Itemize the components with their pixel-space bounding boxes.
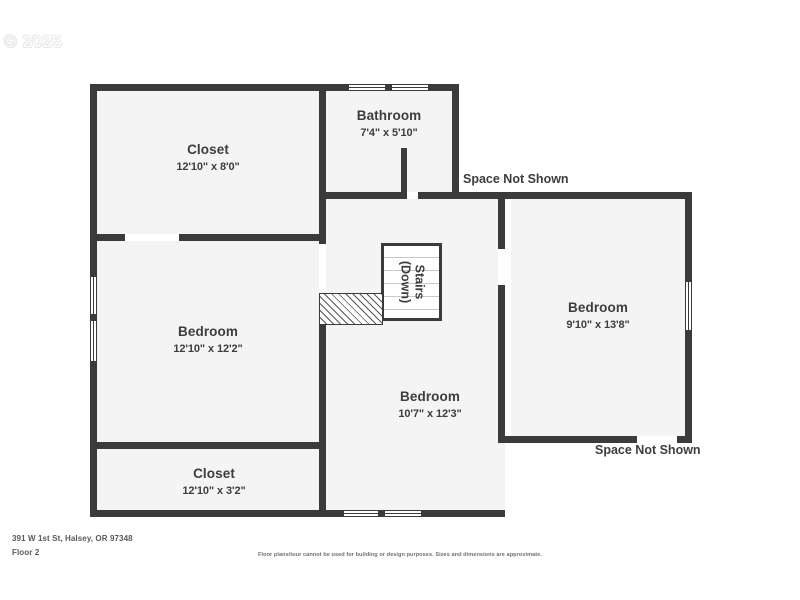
note-space-not-shown-bottom: Space Not Shown — [595, 443, 701, 457]
note-space-not-shown-top: Space Not Shown — [463, 172, 569, 186]
room-fill-bedroom-center — [326, 309, 505, 511]
copyright-watermark: © 2025 — [4, 32, 63, 51]
stairs-block: Stairs(Down) — [381, 243, 442, 321]
room-label-bedroom-center: Bedroom 10'7" x 12'3" — [340, 389, 520, 422]
room-dimensions: 12'10" x 3'2" — [182, 484, 246, 497]
wall-center-left-vertical-lower — [319, 345, 326, 517]
stairs-label-line2: (Down) — [397, 260, 412, 304]
wall-closet-top-bottom — [90, 234, 326, 241]
stairs-label: Stairs(Down) — [397, 261, 426, 303]
stair-step — [384, 257, 439, 258]
doorway-bedroom-left-hall — [319, 244, 326, 295]
room-dimensions: 12'10" x 12'2" — [173, 342, 243, 355]
room-label-closet-bottom: Closet 12'10" x 3'2" — [124, 466, 304, 499]
room-name: Bedroom — [178, 324, 238, 339]
hatched-stair-area — [319, 293, 383, 325]
wall-bathroom-bottom-right — [418, 192, 459, 199]
wall-left-exterior-upper — [90, 84, 97, 241]
stair-step — [384, 270, 439, 271]
window-center-bedroom-right — [385, 510, 421, 517]
wall-top-left-horizontal — [90, 84, 326, 91]
room-fill-bedroom-right — [511, 199, 685, 443]
doorway-hall-right-bedroom-upper — [498, 249, 505, 285]
stair-step — [384, 296, 439, 297]
room-fill-closet-bottom — [96, 449, 320, 511]
wall-right-bedroom-bottom — [498, 436, 692, 443]
wall-right-section-top-stub — [452, 192, 505, 199]
wall-left-exterior-lower — [90, 234, 97, 517]
wall-bathroom-stub — [401, 148, 407, 196]
room-dimensions: 7'4" x 5'10" — [360, 126, 418, 139]
wall-bottom-left-exterior — [90, 510, 326, 517]
room-fill-closet-top — [96, 90, 320, 235]
wall-bathroom-bottom-left — [319, 192, 407, 199]
room-fill-bedroom-left — [96, 240, 320, 443]
window-bathroom-right — [392, 84, 428, 91]
room-fill-bathroom — [326, 90, 452, 193]
window-bedroom-left-upper — [90, 277, 97, 314]
stair-step — [384, 309, 439, 310]
room-name: Bedroom — [568, 300, 628, 315]
opening-right-bedroom-bottom — [637, 436, 677, 443]
room-label-bathroom: Bathroom 7'4" x 5'10" — [299, 108, 479, 141]
wall-right-bedroom-right-upper — [685, 192, 692, 282]
wall-center-left-vertical-upper — [319, 84, 326, 244]
window-bedroom-left-lower — [90, 321, 97, 361]
wall-right-bedroom-right-lower — [685, 330, 692, 443]
room-name: Bathroom — [356, 108, 422, 123]
room-name: Bedroom — [400, 389, 460, 404]
window-bathroom-left — [349, 84, 385, 91]
room-dimensions: 12'10" x 8'0" — [176, 160, 240, 173]
footer-address: 391 W 1st St, Halsey, OR 97348 — [12, 534, 133, 543]
doorway-bathroom — [407, 192, 418, 199]
footer-disclaimer: Floor plans/tour cannot be used for buil… — [258, 552, 542, 558]
wall-center-right-vertical-mid — [498, 285, 505, 307]
footer-floor-label: Floor 2 — [12, 548, 40, 557]
wall-bedroom-closet-divider — [90, 442, 326, 449]
wall-center-right-vertical-lower — [498, 307, 505, 443]
stairs-label-line1: Stairs — [411, 264, 426, 300]
room-dimensions: 10'7" x 12'3" — [398, 407, 462, 420]
doorway-closet-top — [125, 234, 179, 241]
wall-right-bedroom-top — [498, 192, 692, 199]
room-label-bedroom-right: Bedroom 9'10" x 13'8" — [508, 300, 688, 333]
room-label-bedroom-left: Bedroom 12'10" x 12'2" — [118, 324, 298, 357]
window-bedroom-right — [685, 282, 692, 330]
wall-center-right-vertical-upper — [498, 192, 505, 249]
stair-step — [384, 283, 439, 284]
window-center-bedroom-left — [344, 510, 378, 517]
room-dimensions: 9'10" x 13'8" — [566, 318, 630, 331]
room-name: Closet — [187, 142, 229, 157]
room-name: Closet — [193, 466, 235, 481]
room-label-closet-top: Closet 12'10" x 8'0" — [118, 142, 298, 175]
wall-bathroom-right — [452, 84, 459, 199]
